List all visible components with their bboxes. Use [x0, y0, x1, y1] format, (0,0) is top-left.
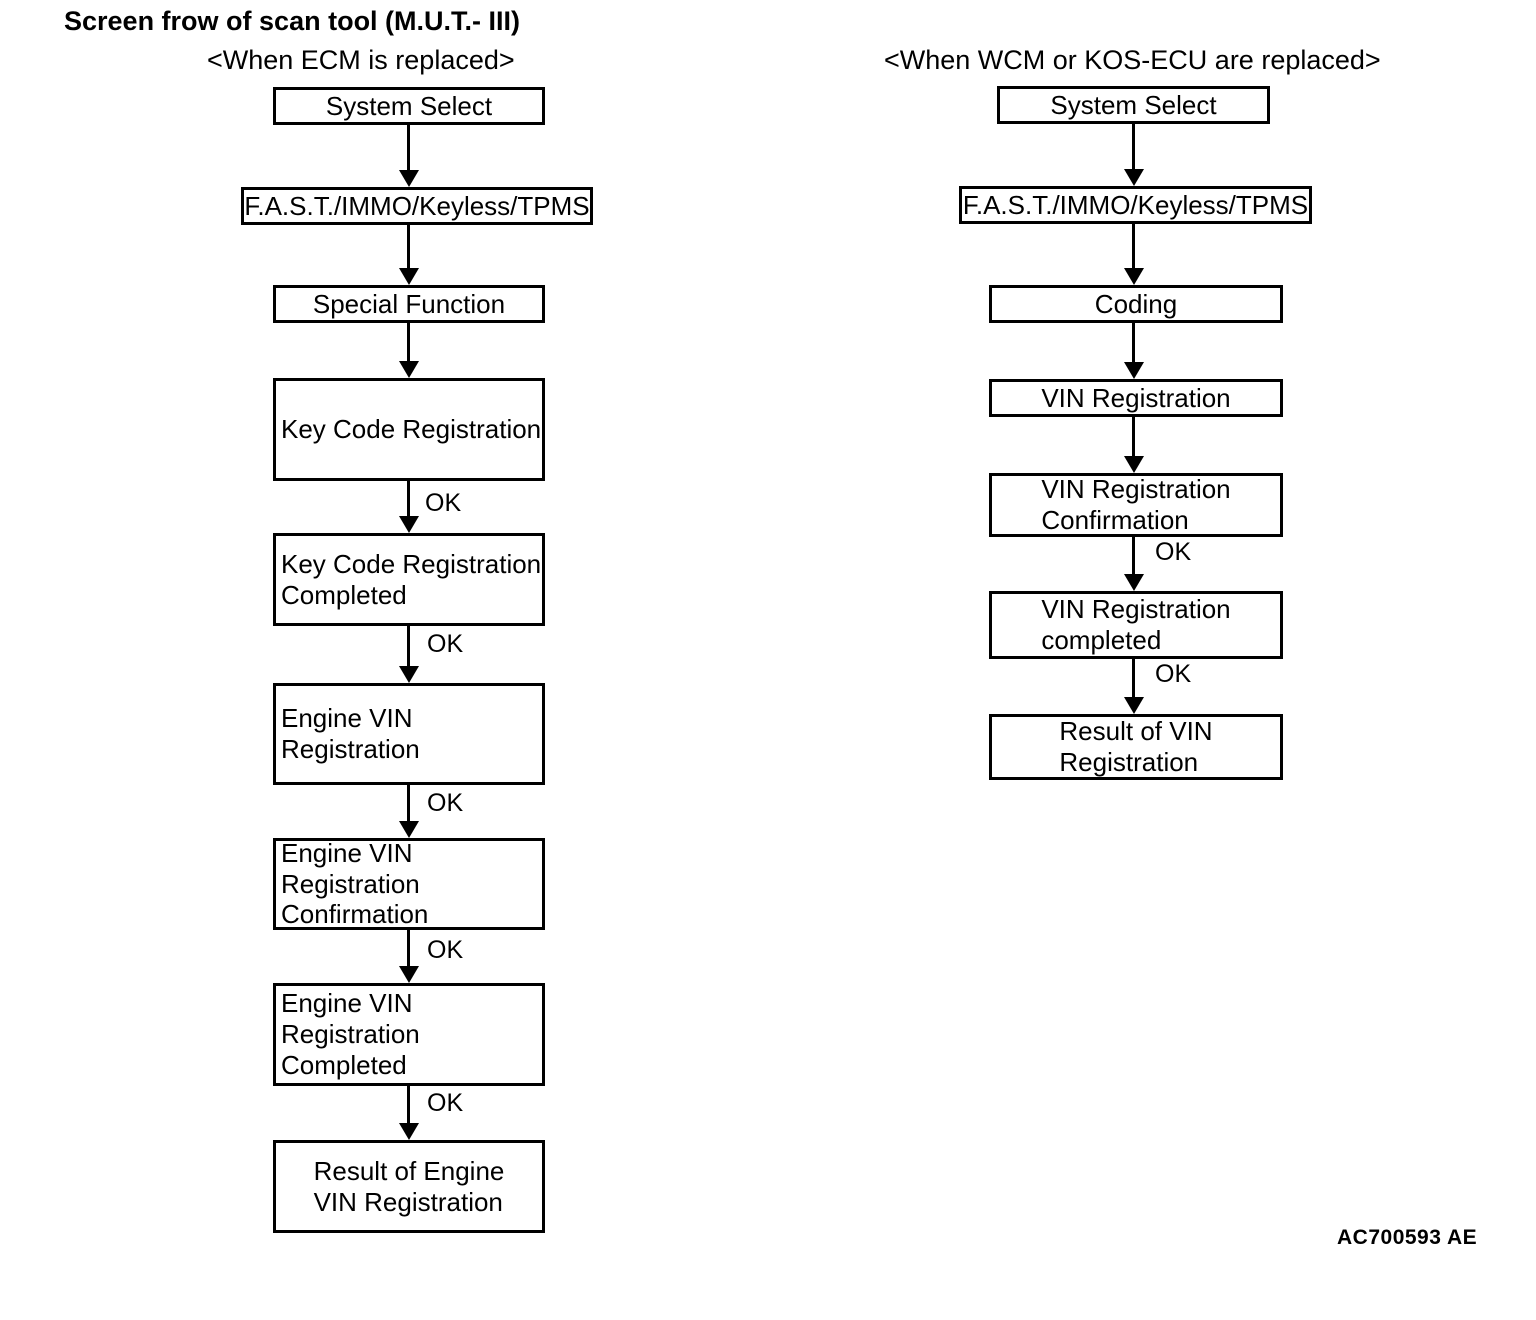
arrow-shaft — [1132, 323, 1135, 364]
arrow-head-icon — [1124, 169, 1144, 186]
down-arrow — [399, 626, 419, 683]
ok-label: OK — [427, 936, 464, 964]
arrow-shaft — [407, 1086, 410, 1125]
down-arrow — [1124, 323, 1144, 379]
arrow-head-icon — [399, 1123, 419, 1140]
flow-wcm-node-fast-immo-keyless-tpms: F.A.S.T./IMMO/Keyless/TPMS — [959, 186, 1312, 224]
flow-wcm-header: <When WCM or KOS-ECU are replaced> — [884, 45, 1381, 75]
arrow-head-icon — [399, 966, 419, 983]
down-arrow — [399, 930, 419, 983]
arrow-shaft — [1132, 659, 1135, 699]
down-arrow — [1124, 659, 1144, 714]
arrow-shaft — [1132, 537, 1135, 576]
down-arrow — [1124, 124, 1144, 186]
down-arrow — [399, 1086, 419, 1140]
arrow-shaft — [407, 225, 410, 270]
flow-ecm-node-special-function: Special Function — [273, 285, 545, 323]
ok-label: OK — [427, 630, 464, 658]
arrow-head-icon — [399, 821, 419, 838]
arrow-shaft — [407, 481, 410, 518]
down-arrow — [399, 323, 419, 378]
ok-label: OK — [1155, 538, 1192, 566]
flow-wcm-node-coding: Coding — [989, 285, 1283, 323]
flow-ecm-node-system-select: System Select — [273, 87, 545, 125]
flow-ecm-node-result-of-engine-vin-registration: Result of Engine VIN Registration — [273, 1140, 545, 1233]
arrow-shaft — [407, 125, 410, 172]
arrow-shaft — [407, 785, 410, 823]
arrow-shaft — [407, 323, 410, 363]
figure-code: AC700593 AE — [1337, 1226, 1478, 1249]
ok-label: OK — [427, 789, 464, 817]
arrow-head-icon — [1124, 268, 1144, 285]
flow-ecm-node-engine-vin-registration-confirmation: Engine VIN Registration Confirmation — [273, 838, 545, 930]
arrow-head-icon — [399, 361, 419, 378]
arrow-head-icon — [1124, 456, 1144, 473]
ok-label: OK — [427, 1089, 464, 1117]
flow-ecm-header: <When ECM is replaced> — [207, 45, 515, 75]
page-title: Screen frow of scan tool (M.U.T.- III) — [64, 6, 521, 36]
arrow-shaft — [1132, 124, 1135, 171]
arrow-head-icon — [1124, 574, 1144, 591]
arrow-head-icon — [399, 170, 419, 187]
down-arrow — [399, 481, 419, 533]
arrow-head-icon — [1124, 362, 1144, 379]
arrow-head-icon — [1124, 697, 1144, 714]
flow-ecm-node-key-code-registration-completed: Key Code Registration Completed — [273, 533, 545, 626]
arrow-shaft — [407, 930, 410, 968]
down-arrow — [1124, 224, 1144, 285]
arrow-shaft — [1132, 417, 1135, 458]
arrow-head-icon — [399, 516, 419, 533]
ok-label: OK — [1155, 660, 1192, 688]
flow-ecm-node-fast-immo-keyless-tpms: F.A.S.T./IMMO/Keyless/TPMS — [241, 187, 593, 225]
flow-ecm-node-key-code-registration: Key Code Registration — [273, 378, 545, 481]
flow-wcm-node-result-of-vin-registration: Result of VIN Registration — [989, 714, 1283, 780]
down-arrow — [1124, 417, 1144, 473]
flow-wcm-node-vin-registration: VIN Registration — [989, 379, 1283, 417]
down-arrow — [399, 225, 419, 285]
arrow-shaft — [1132, 224, 1135, 270]
flow-ecm-node-engine-vin-registration-completed: Engine VIN Registration Completed — [273, 983, 545, 1086]
flow-ecm-node-engine-vin-registration: Engine VIN Registration — [273, 683, 545, 785]
flow-wcm-node-vin-registration-confirmation: VIN Registration Confirmation — [989, 473, 1283, 537]
ok-label: OK — [425, 489, 462, 517]
arrow-head-icon — [399, 666, 419, 683]
down-arrow — [399, 125, 419, 187]
arrow-shaft — [407, 626, 410, 668]
flow-wcm-node-system-select: System Select — [997, 86, 1270, 124]
down-arrow — [399, 785, 419, 838]
arrow-head-icon — [399, 268, 419, 285]
down-arrow — [1124, 537, 1144, 591]
flow-wcm-node-vin-registration-completed: VIN Registration completed — [989, 591, 1283, 659]
